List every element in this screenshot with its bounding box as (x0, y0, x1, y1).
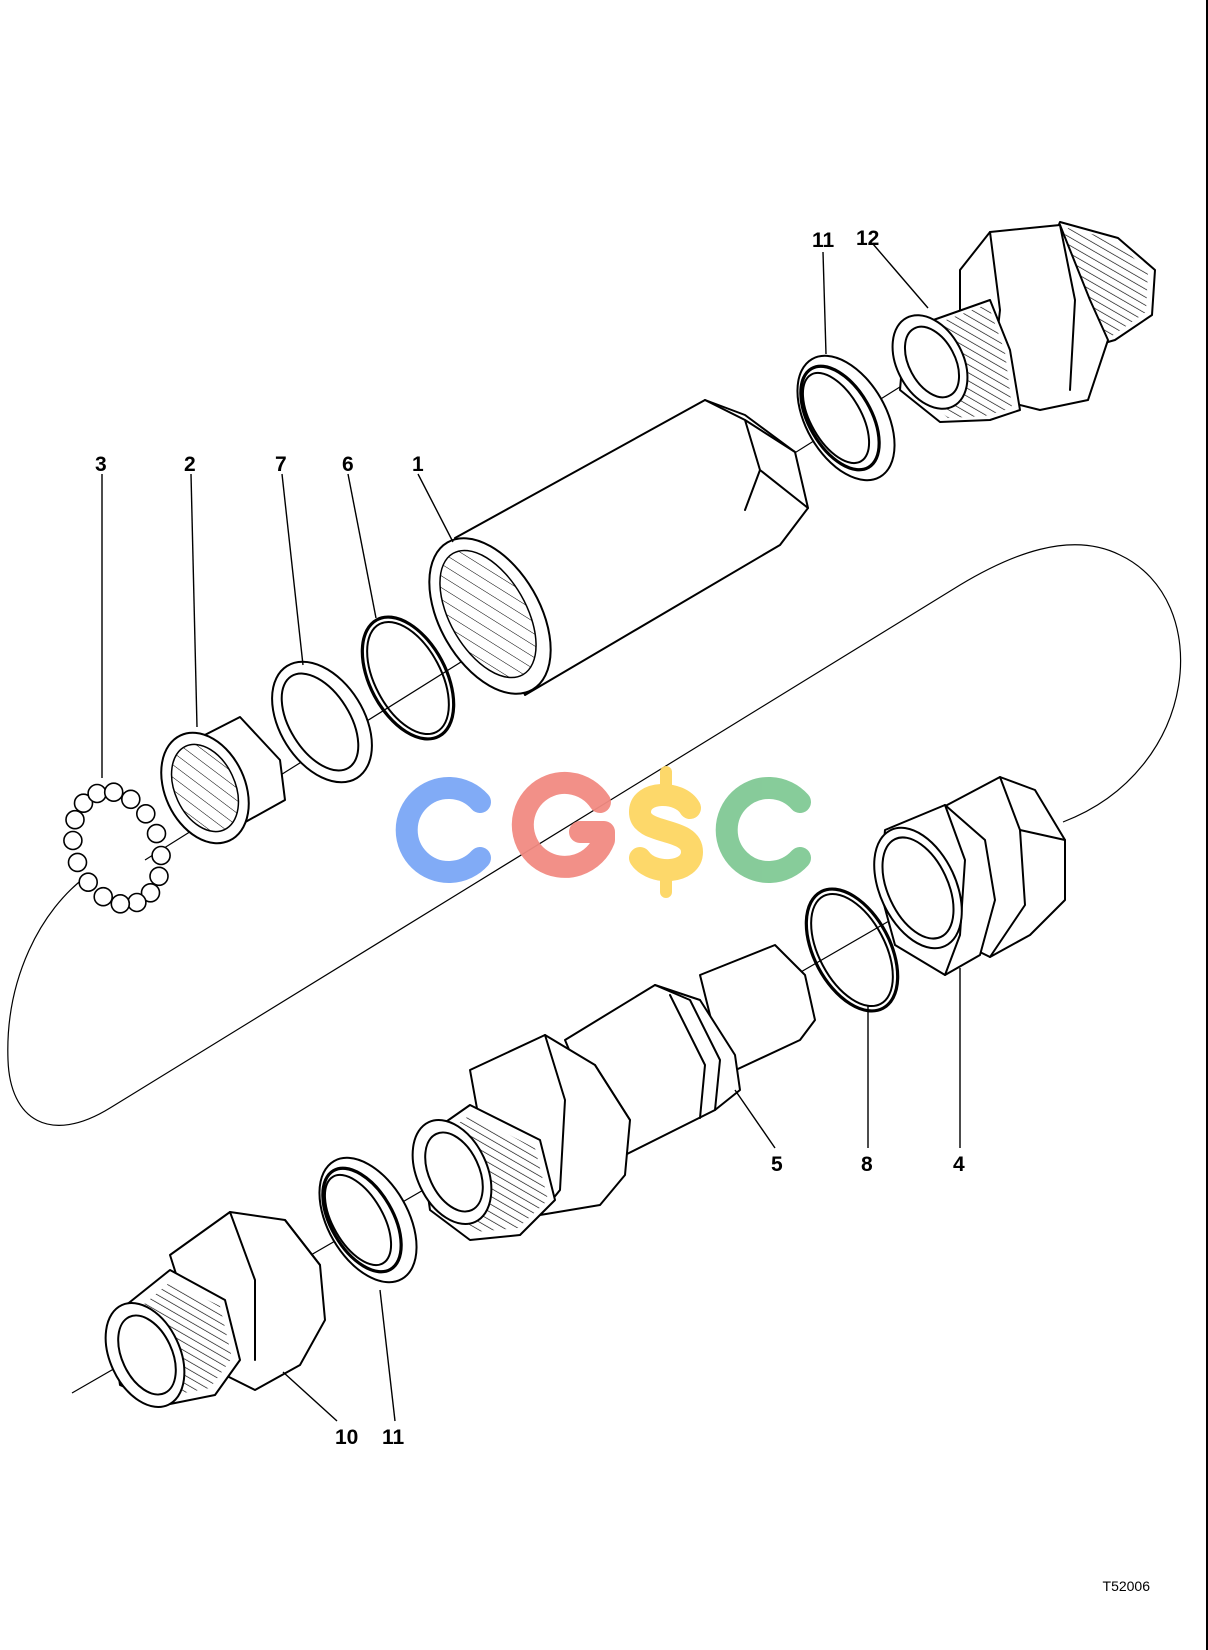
callout-6: 6 (342, 453, 354, 476)
ball-bearing (103, 782, 124, 803)
figure-code: T52006 (1102, 1578, 1150, 1594)
callout-10: 10 (335, 1426, 358, 1449)
ball-bearing (140, 882, 161, 903)
callout-7: 7 (275, 453, 287, 476)
callout-11-bottom: 11 (382, 1426, 405, 1449)
part-1-body-tube (428, 399, 809, 696)
leader-lines (101, 243, 961, 1422)
part-3-ball-ring (63, 782, 171, 914)
part-8-o-ring (804, 887, 900, 1013)
ball-bearing (63, 830, 83, 851)
ball-bearing (67, 852, 88, 873)
ball-bearing (136, 803, 156, 824)
part-2-bearing-race (160, 716, 286, 845)
part-12-fitting (891, 221, 1156, 423)
callout-8: 8 (861, 1153, 873, 1176)
ball-bearing (93, 886, 113, 907)
ball-bearing (73, 793, 94, 814)
part-11-seal-ring-top (796, 354, 896, 482)
ball-bearing (149, 866, 169, 887)
ball-bearing (151, 845, 171, 866)
callout-1: 1 (412, 453, 424, 476)
part-10-fitting (104, 1211, 326, 1408)
ball-bearing (78, 872, 98, 893)
watermark-logo (395, 766, 811, 898)
callout-5: 5 (771, 1153, 783, 1176)
callout-2: 2 (184, 453, 196, 476)
callout-4: 4 (953, 1153, 965, 1176)
part-11-seal-ring-bottom (318, 1156, 418, 1284)
ball-bearing (127, 892, 147, 913)
ball-bearing (146, 823, 167, 844)
ball-bearing (65, 809, 85, 830)
part-4-large-nut (873, 776, 1066, 976)
ball-bearing (110, 893, 131, 914)
right-page-edge (1206, 0, 1208, 1650)
assembly-loop-line (7, 544, 1182, 1126)
ball-bearing (121, 789, 141, 810)
ball-bearing (87, 783, 107, 804)
callout-12: 12 (856, 227, 879, 250)
part-7-backup-washer (271, 660, 373, 784)
part-6-o-ring (360, 615, 456, 741)
callout-11-top: 11 (812, 229, 835, 252)
callout-3: 3 (95, 453, 107, 476)
part-5-swivel-stem (411, 944, 816, 1241)
